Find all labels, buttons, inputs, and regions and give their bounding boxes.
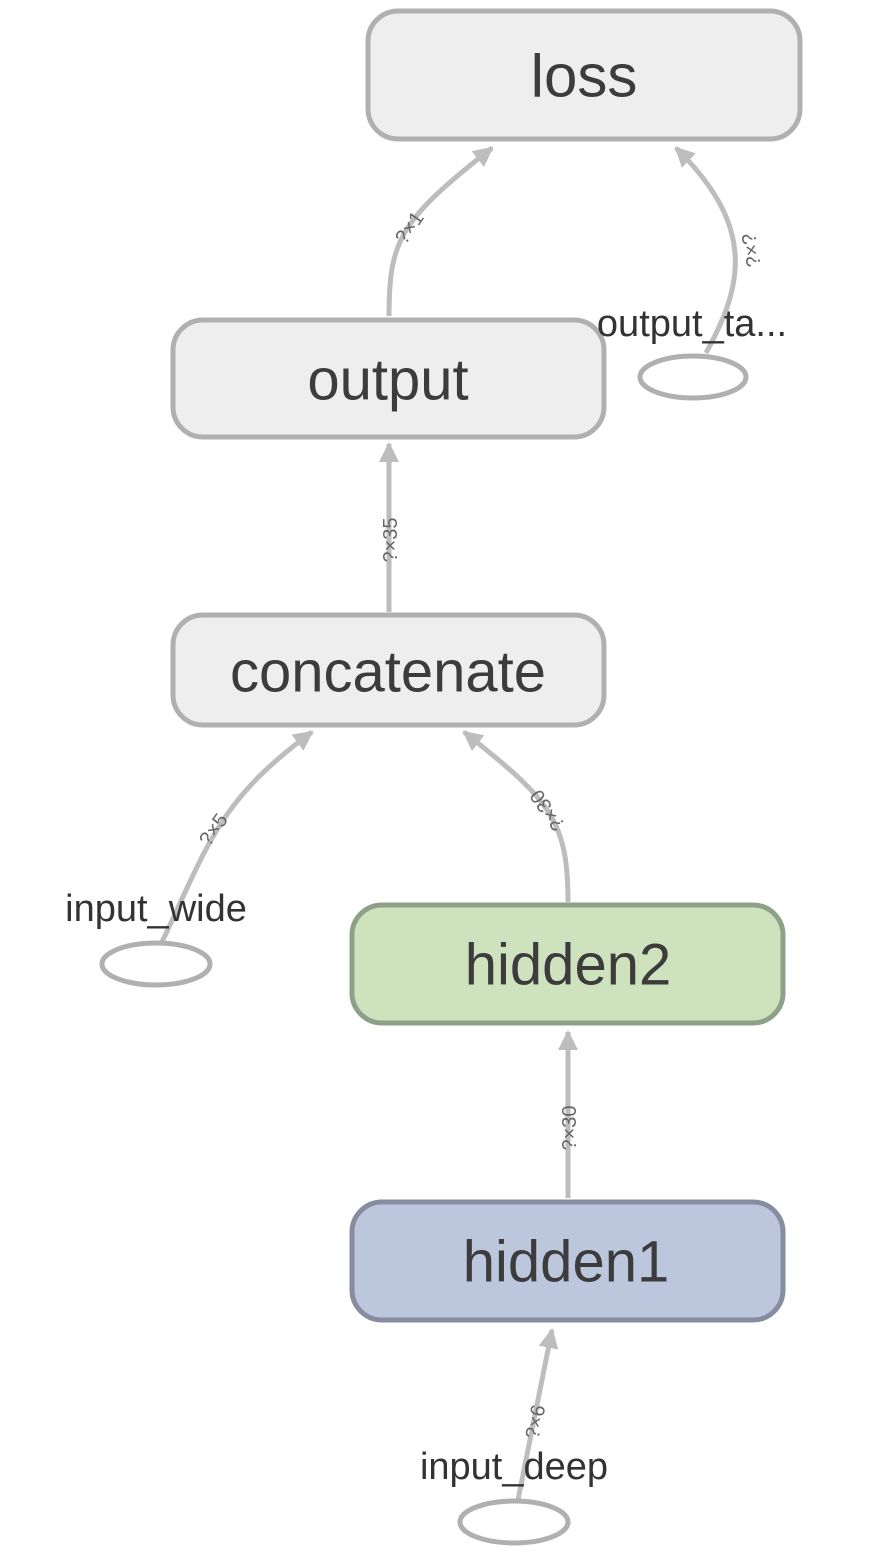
node-loss-label: loss	[531, 43, 638, 110]
edge-concat-to-output-label: ?×35	[380, 517, 402, 562]
edge-output-to-loss-label: ?×1	[391, 208, 428, 248]
edge-hidden2-to-concat-line	[462, 730, 571, 903]
edge-deep-to-hidden1-line	[515, 1328, 559, 1501]
node-output-box	[170, 317, 607, 440]
node-hidden1[interactable]: hidden1	[349, 1199, 786, 1323]
node-output[interactable]: output	[170, 317, 607, 440]
node-concatenate-label: concatenate	[230, 640, 546, 705]
input-deep[interactable]: input_deep	[420, 1446, 608, 1546]
input-output-target-label: output_ta...	[597, 303, 787, 345]
node-concatenate-box	[170, 612, 607, 728]
edge-wide-to-concat-line	[159, 729, 314, 944]
edge-concat-to-output: ?×35	[379, 442, 402, 612]
input-deep-label: input_deep	[420, 1446, 608, 1488]
input-output-target[interactable]: output_ta...	[597, 303, 787, 401]
node-hidden1-box	[349, 1199, 786, 1323]
input-wide[interactable]: input_wide	[65, 888, 247, 988]
edge-target-to-loss-label: ?×?	[738, 231, 766, 268]
input-deep-ellipse	[457, 1498, 571, 1546]
node-hidden2-label: hidden2	[465, 933, 671, 998]
input-output-target-ellipse	[637, 353, 749, 401]
edge-hidden1-to-hidden2-label: ?×30	[559, 1105, 581, 1150]
input-wide-ellipse	[99, 940, 213, 988]
edge-hidden2-to-concat: ?×30	[462, 730, 571, 903]
node-concatenate[interactable]: concatenate	[170, 612, 607, 728]
node-hidden1-label: hidden1	[463, 1230, 669, 1295]
edge-target-to-loss-line	[674, 146, 738, 355]
input-wide-label: input_wide	[65, 888, 247, 930]
node-loss[interactable]: loss	[365, 8, 803, 142]
edge-output-to-loss: ?×1	[386, 146, 494, 317]
node-hidden2[interactable]: hidden2	[349, 902, 786, 1026]
edge-output-to-loss-line	[386, 146, 494, 317]
edge-deep-to-hidden1-label: ?×6	[522, 1403, 551, 1441]
node-loss-box	[365, 8, 803, 142]
edge-hidden1-to-hidden2: ?×30	[558, 1030, 581, 1198]
node-output-label: output	[307, 348, 468, 413]
node-hidden2-box	[349, 902, 786, 1026]
